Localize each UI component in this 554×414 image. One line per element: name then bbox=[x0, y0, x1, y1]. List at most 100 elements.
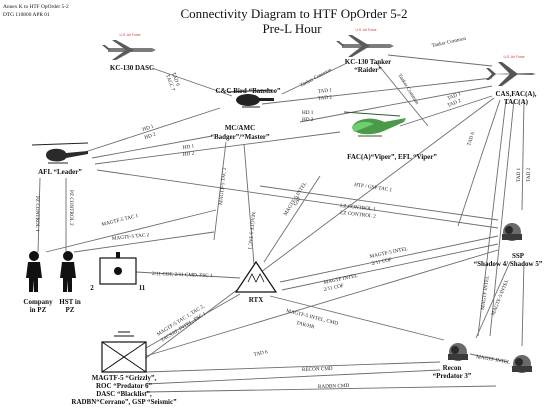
link-mcamc-box bbox=[213, 141, 227, 241]
node-company: Company bbox=[23, 298, 53, 306]
link-label: TAD 1 bbox=[318, 87, 333, 95]
link-cas-magtf bbox=[145, 97, 495, 359]
node-hst-location: PZ bbox=[66, 306, 75, 314]
cc-bird-helicopter-icon bbox=[227, 89, 274, 108]
link-afl-ssp bbox=[96, 169, 499, 229]
link-label: LZ CONTROL 1 bbox=[340, 203, 377, 213]
link-label: HTF / GSP TAC 1 bbox=[354, 182, 393, 193]
link-label: 2/11 COF bbox=[371, 257, 392, 267]
link-label: HD 1 bbox=[142, 124, 155, 133]
node-recon: Recon bbox=[443, 364, 462, 372]
link-label: HD 1 bbox=[182, 143, 195, 151]
link-box-rtx bbox=[135, 271, 241, 279]
afl-helicopter-icon bbox=[31, 142, 89, 164]
link-label: HD 2 bbox=[144, 132, 157, 141]
viper-attack-helicopter-icon bbox=[343, 111, 406, 137]
node-cas: CAS,FAC(A), bbox=[495, 90, 536, 98]
link-label: 2/11 COF, 2/11 CMD, FSC 1 bbox=[152, 271, 213, 279]
link-magtf-recon bbox=[145, 361, 441, 373]
link-label: TAD 6 bbox=[253, 349, 268, 358]
node-company-location: in PZ bbox=[30, 306, 47, 314]
node-radbn-gsp: RADBN“Cerrano”, GSP “Seismic” bbox=[71, 398, 177, 406]
link-label: HD 2 bbox=[182, 150, 195, 158]
link-label: MAGTF INTEL bbox=[480, 275, 491, 310]
link-label: TAD 1 bbox=[516, 167, 522, 182]
link-label: GSP bbox=[293, 196, 303, 207]
unit-number-left: 2 bbox=[90, 284, 94, 292]
link-viper-ssp bbox=[259, 185, 499, 221]
node-roc: ROC “Predator 6” bbox=[96, 382, 153, 390]
link-mcamc-rtx bbox=[243, 143, 255, 265]
link-label: TAD 2 bbox=[526, 167, 532, 182]
link-label: TAD 2 bbox=[447, 98, 463, 109]
link-label: PZ CONTROL 2 bbox=[68, 190, 74, 226]
link-cas-recon bbox=[477, 99, 507, 337]
link-label: 2/11 COF bbox=[323, 283, 344, 293]
link-rtx-ssp bbox=[279, 235, 499, 283]
link-label: MAGTF-5 TAC 2 bbox=[112, 232, 150, 242]
node-mc-amc: MC/AMC bbox=[225, 124, 255, 132]
link-label: RECON CMD bbox=[302, 366, 333, 373]
aircraft-tag: U.S. Air Force bbox=[355, 28, 376, 32]
link-recon-far bbox=[469, 353, 509, 363]
link-viper-cas bbox=[399, 95, 493, 127]
annex-label: Annex K to HTF OpOrder 5-2 bbox=[3, 4, 69, 10]
node-ssp-callsign: “Shadow 4/ Shadow 5” bbox=[474, 260, 543, 268]
link-label: MAGTF INTEL bbox=[476, 354, 511, 366]
node-dasc: DASC “Blacklist”, bbox=[96, 390, 152, 398]
link-cc-tanker bbox=[281, 63, 346, 95]
kc130-dasc-aircraft-icon bbox=[102, 40, 156, 60]
link-tanker-down bbox=[375, 61, 429, 127]
link-label: MAGTF-5 TAC 1 bbox=[246, 212, 256, 250]
link-label: HD 1 bbox=[302, 110, 314, 116]
link-ssp-far bbox=[521, 261, 525, 347]
aircraft-tag: U.S. Air Force bbox=[503, 55, 524, 59]
node-ssp: SSP bbox=[512, 252, 525, 260]
far-right-unit-icon bbox=[512, 355, 532, 373]
hst-soldier-icon bbox=[60, 251, 76, 292]
link-cc-cas bbox=[261, 77, 493, 105]
link-label: HD 2 bbox=[302, 117, 314, 123]
link-label: TAD 6 bbox=[170, 72, 181, 88]
dtg-label: DTG 110800 APR 01 bbox=[3, 12, 50, 18]
diagram-subtitle: Pre-L Hour bbox=[262, 21, 322, 36]
link-magtf-recon-b bbox=[145, 369, 441, 385]
link-viper-rtx bbox=[263, 175, 321, 263]
link-rtx-ssp-b bbox=[281, 243, 499, 291]
link-hst-box bbox=[73, 231, 215, 253]
node-afl: AFL “Leader” bbox=[38, 168, 82, 176]
node-magtf: MAGTF-5 “Grizzly”, bbox=[92, 374, 157, 382]
aircraft-tag: U.S. Air Force bbox=[119, 33, 140, 37]
link-label: PZ CONTROL 1 bbox=[34, 196, 40, 232]
link-cas-viper-v bbox=[457, 99, 501, 227]
link-afl-company bbox=[37, 177, 41, 253]
link-cas-ssp bbox=[521, 99, 525, 211]
magtf-hq-icon bbox=[101, 331, 147, 373]
link-label: RADBN CMD bbox=[318, 383, 350, 390]
node-recon-callsign: “Predator 3” bbox=[433, 372, 472, 380]
rtx-triangle-icon bbox=[234, 260, 278, 293]
link-label: Tanker Common bbox=[299, 67, 333, 89]
link-mcamc-cas bbox=[299, 85, 493, 123]
link-magtf-ssp bbox=[145, 249, 499, 357]
diagram-title: Connectivity Diagram to HTF OpOrder 5-2 bbox=[180, 6, 407, 21]
link-label: TAD 6 bbox=[466, 131, 476, 147]
link-labels: TAD 6 TACC 7 Tanker Common Tanker Common… bbox=[34, 36, 532, 390]
node-rtx: RTX bbox=[249, 296, 264, 304]
link-label: MAGTF-5 INTEL bbox=[283, 181, 309, 217]
cas-jet-icon bbox=[486, 62, 536, 86]
node-kc130-tanker-callsign: “Raider” bbox=[354, 66, 382, 74]
link-label: TAD 2 bbox=[318, 94, 333, 102]
company-soldier-icon bbox=[26, 251, 42, 292]
link-tanker-cas bbox=[387, 54, 493, 67]
link-rtx-magtf bbox=[145, 293, 241, 349]
link-company-box bbox=[45, 209, 217, 253]
link-afl-viper bbox=[94, 131, 341, 165]
link-label: Tanker Common bbox=[431, 36, 467, 49]
node-kc130-dasc: KC-130 DASC bbox=[110, 64, 154, 72]
link-label: TACC 7 bbox=[164, 74, 176, 93]
connection-lines bbox=[37, 54, 525, 393]
recon-unit-icon bbox=[448, 343, 468, 361]
link-ssp-recon bbox=[475, 261, 511, 339]
link-label: MAGTF-5 TAC 2 bbox=[218, 167, 228, 205]
